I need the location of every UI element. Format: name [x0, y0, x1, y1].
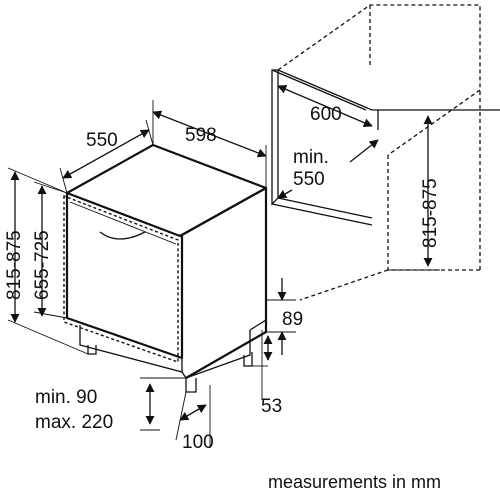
dishwasher-body	[63, 143, 268, 393]
dim-body-height: 655-725	[32, 181, 68, 319]
cabinet-niche	[271, 4, 500, 301]
label-niche-height: 815-875	[420, 178, 441, 248]
dim-foot-53: 53	[252, 330, 282, 417]
dim-plinth-89: 89	[266, 278, 303, 355]
label-depth-550: 550	[86, 130, 118, 151]
dim-niche-width-600: 600	[277, 85, 373, 127]
dim-plinth-range: min. 90 max. 220	[35, 377, 186, 433]
label-niche-depth-min: min.	[293, 147, 329, 168]
dim-foot-100: 100	[175, 385, 214, 453]
label-foot-53: 53	[261, 396, 282, 417]
label-overall-height: 815-875	[4, 230, 25, 300]
label-body-height: 655-725	[32, 230, 53, 300]
dim-niche-depth-550: min. 550	[277, 139, 379, 199]
dim-overall-height: 815-875	[4, 167, 89, 355]
label-niche-depth-550: 550	[293, 169, 325, 190]
dim-width-598: 598	[152, 100, 267, 188]
label-niche-width-600: 600	[310, 104, 342, 125]
measurements-unit-note: measurements in mm	[268, 472, 441, 492]
label-width-598: 598	[185, 125, 217, 146]
label-plinth-89: 89	[282, 309, 303, 330]
dim-depth-550: 550	[59, 119, 154, 194]
dim-niche-height: 815-875	[378, 109, 441, 271]
label-foot-100: 100	[182, 432, 214, 453]
label-plinth-max: max. 220	[35, 412, 113, 433]
label-plinth-min: min. 90	[35, 387, 97, 408]
